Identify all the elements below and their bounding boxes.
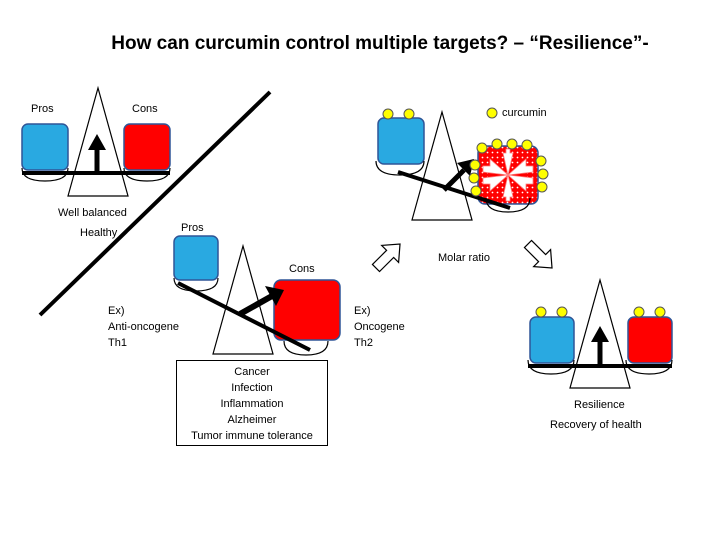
curcumin-scale	[375, 107, 549, 221]
disease-list-box: Cancer Infection Inflammation Alzheimer …	[176, 360, 328, 446]
fulcrum	[212, 243, 274, 355]
curcumin-dot	[536, 181, 548, 193]
up-arrow-icon	[591, 326, 609, 342]
balanced-caption: Well balanced	[58, 207, 127, 219]
resilience-caption: Resilience	[574, 399, 625, 411]
imbalanced-scale	[173, 235, 341, 356]
right-example-line: Th2	[354, 337, 373, 349]
right-down-block-arrow-icon	[523, 239, 553, 269]
left-example-line: Th1	[108, 337, 127, 349]
curcumin-dot	[382, 108, 394, 120]
cons-weight	[627, 316, 673, 364]
tilt-arrow-shaft	[442, 168, 466, 192]
tilt-arrow-icon	[457, 159, 474, 176]
right-examples: Ex) Oncogene Th2	[354, 303, 405, 351]
disease-item: Tumor immune tolerance	[191, 430, 313, 442]
disease-item: Infection	[231, 382, 273, 394]
divider-line	[38, 90, 272, 317]
left-pan	[375, 160, 425, 176]
right-pan	[485, 197, 531, 213]
curcumin-dot	[633, 306, 645, 318]
pros-weight	[21, 123, 69, 171]
tilt-arrow-shaft	[238, 293, 274, 317]
cons-weight	[273, 279, 341, 341]
curcumin-dot	[491, 138, 503, 150]
page-title: How can curcumin control multiple target…	[111, 33, 649, 54]
curcumin-dot	[521, 139, 533, 151]
tilted-beam	[177, 281, 311, 352]
curcumin-dot	[468, 172, 480, 184]
pros-weight	[529, 316, 575, 364]
inward-arrows-icon	[482, 148, 534, 202]
pros-weight	[377, 117, 425, 165]
curcumin-dot	[469, 159, 481, 171]
tilted-beam	[397, 170, 511, 210]
healthy-caption: Healthy	[80, 227, 118, 239]
curcumin-dot	[470, 185, 482, 197]
curcumin-dot	[403, 108, 415, 120]
curcumin-legend-label: curcumin	[502, 107, 547, 119]
curcumin-dot	[556, 306, 568, 318]
right-example-line: Oncogene	[354, 321, 405, 333]
pros-weight	[173, 235, 219, 281]
curcumin-legend-dot	[486, 107, 498, 119]
disease-item: Inflammation	[220, 398, 284, 410]
balanced-pros-label: Pros	[31, 103, 54, 115]
right-example-line: Ex)	[354, 305, 371, 317]
up-arrow-icon	[88, 134, 106, 150]
left-example-line: Ex)	[108, 305, 125, 317]
curcumin-dot	[537, 168, 549, 180]
tilt-arrow-icon	[265, 286, 284, 306]
balanced-scale	[21, 85, 171, 197]
left-examples: Ex) Anti-oncogene Th1	[108, 303, 179, 351]
disease-item: Cancer	[234, 366, 270, 378]
imbalanced-pros-label: Pros	[181, 222, 204, 234]
disease-item: Alzheimer	[227, 414, 277, 426]
right-up-block-arrow-icon	[371, 243, 401, 273]
left-example-line: Anti-oncogene	[108, 321, 179, 333]
curcumin-dot	[535, 155, 547, 167]
balanced-cons-label: Cons	[132, 103, 158, 115]
curcumin-dot	[476, 142, 488, 154]
curcumin-dot	[535, 306, 547, 318]
recovery-caption: Recovery of health	[550, 419, 642, 431]
imbalanced-cons-label: Cons	[289, 263, 315, 275]
curcumin-dot	[506, 138, 518, 150]
molar-ratio-label: Molar ratio	[438, 252, 490, 264]
resilience-scale	[527, 277, 673, 389]
right-pan	[283, 340, 329, 356]
cons-weight	[123, 123, 171, 171]
curcumin-dot	[654, 306, 666, 318]
